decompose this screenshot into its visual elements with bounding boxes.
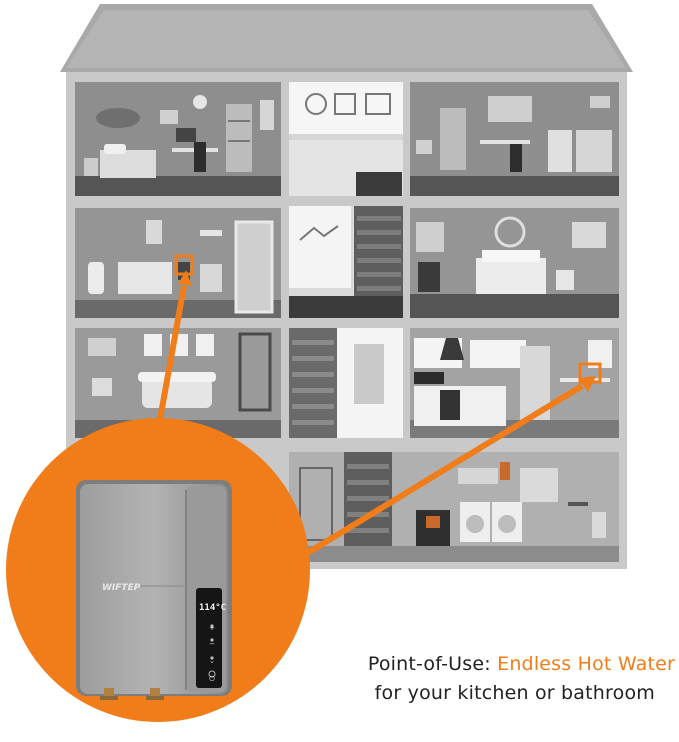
caption: Point-of-Use: Endless Hot Water for your… bbox=[295, 650, 675, 708]
power-icon: ⏻ bbox=[209, 675, 215, 683]
brand-text: WIFTEP bbox=[102, 583, 141, 593]
room-stairs-middle bbox=[289, 206, 403, 318]
plus-icon: + bbox=[209, 624, 215, 632]
caption-line2: for your kitchen or bathroom bbox=[374, 682, 655, 704]
room-entry-middle bbox=[289, 328, 403, 438]
room-office-top-right bbox=[410, 82, 619, 196]
water-heater bbox=[76, 480, 232, 700]
temperature-readout: 114°C bbox=[199, 603, 226, 613]
heater-callout bbox=[6, 418, 310, 722]
chevron-down-icon: ⌄ bbox=[209, 657, 215, 665]
heater-brand-logo: WIFTEP bbox=[102, 583, 141, 593]
room-bathroom bbox=[75, 208, 281, 318]
room-bedroom-right bbox=[410, 208, 619, 318]
room-laundry bbox=[289, 452, 619, 562]
caption-line1-prefix: Point-of-Use: bbox=[367, 653, 498, 675]
room-bedroom-top-left bbox=[75, 82, 281, 196]
minus-icon: − bbox=[209, 640, 215, 648]
pointer-arrows bbox=[154, 254, 602, 563]
heater-display: 114°C bbox=[199, 603, 226, 613]
caption-line1-accent: Endless Hot Water bbox=[497, 653, 675, 675]
room-attic-middle bbox=[289, 82, 403, 196]
